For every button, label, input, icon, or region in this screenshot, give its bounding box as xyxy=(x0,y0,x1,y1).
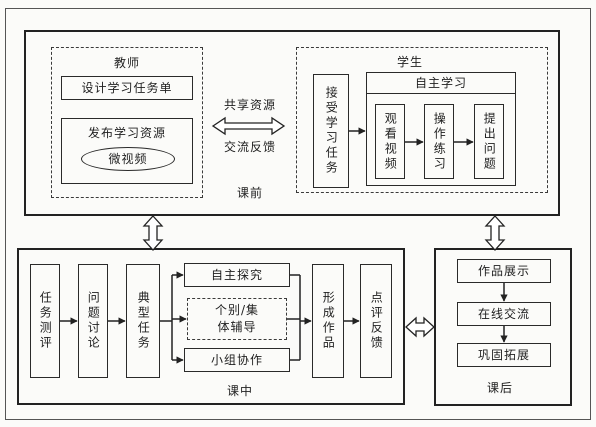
publish-resource-box xyxy=(61,118,193,184)
consolidate-box: 巩固拓展 xyxy=(457,343,551,367)
guidance-box xyxy=(187,298,287,340)
after-class-label: 课后 xyxy=(486,381,513,395)
group-coop-box: 小组协作 xyxy=(184,348,290,372)
share-resource-label: 共享资源 xyxy=(223,98,276,112)
student-box xyxy=(296,47,548,193)
accept-task-box: 接受学习任务 xyxy=(313,74,349,188)
teacher-box xyxy=(51,47,203,198)
ask-question-box: 提出问题 xyxy=(474,104,504,179)
online-exchange-box: 在线交流 xyxy=(457,302,551,326)
guidance-label: 个别/集体辅导 xyxy=(214,303,260,334)
design-task-box: 设计学习任务单 xyxy=(61,76,193,100)
self-study-title: 自主学习 xyxy=(366,72,516,94)
watch-video-box: 观看视频 xyxy=(375,104,405,179)
pre-class-label: 课前 xyxy=(236,186,263,200)
form-work-box: 形成作品 xyxy=(312,264,344,378)
pre-class-panel xyxy=(24,30,560,216)
typical-task-box: 典型任务 xyxy=(126,264,160,378)
exchange-feedback-label: 交流反馈 xyxy=(223,140,276,154)
publish-resource-label: 发布学习资源 xyxy=(87,126,166,140)
show-work-box: 作品展示 xyxy=(457,259,551,283)
in-class-panel xyxy=(17,248,405,405)
self-study-box xyxy=(366,72,516,186)
in-class-label: 课中 xyxy=(226,384,253,398)
teacher-title: 教师 xyxy=(113,56,140,70)
review-box: 点评反馈 xyxy=(360,264,392,378)
discussion-box: 问题讨论 xyxy=(78,264,108,378)
self-explore-box: 自主探究 xyxy=(184,263,290,287)
micro-video-ellipse: 微视频 xyxy=(81,147,175,171)
practice-box: 操作练习 xyxy=(424,104,454,179)
student-title: 学生 xyxy=(396,55,423,69)
outer-frame xyxy=(5,8,591,420)
task-test-box: 任务测评 xyxy=(30,264,60,378)
